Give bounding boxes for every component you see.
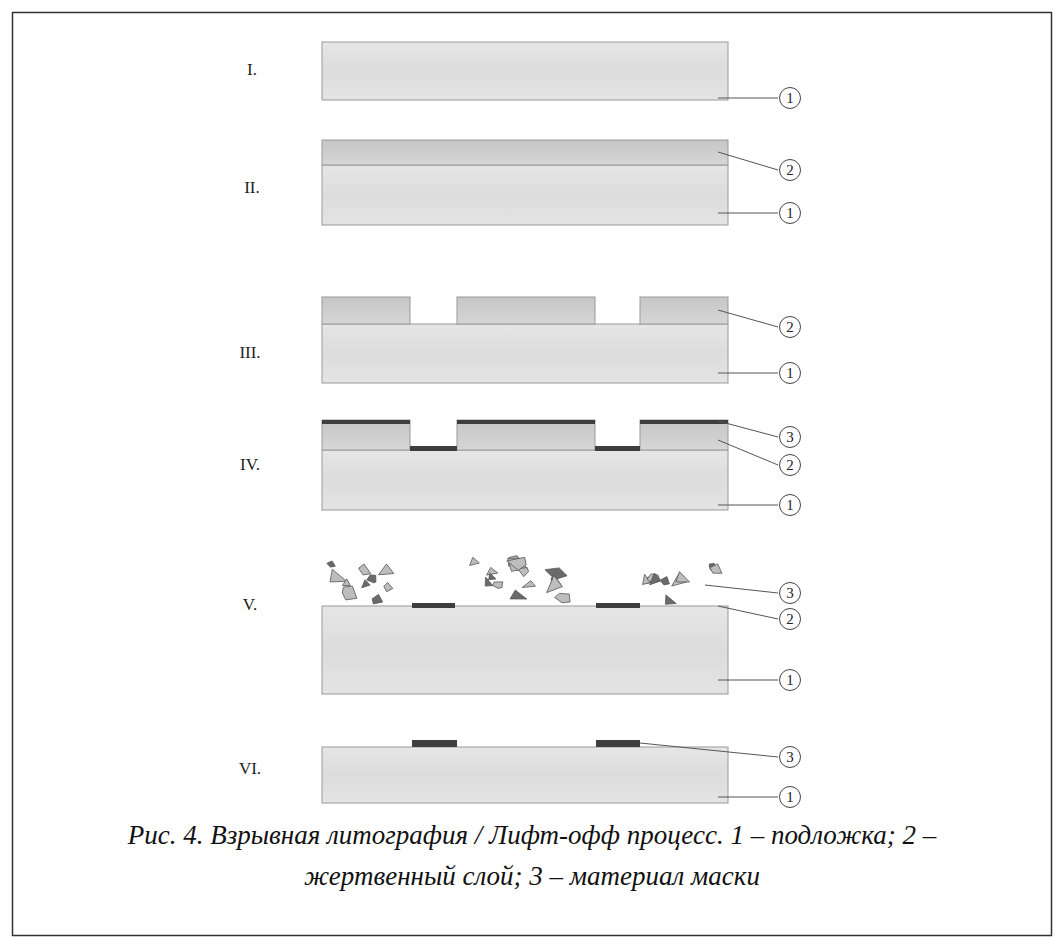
callout-number: 1 [779,202,801,224]
frame [13,13,1052,936]
mask-fragment [487,567,498,575]
mask-fragment [660,577,670,585]
stage-number: IV. [240,455,260,475]
mask-fragment [710,564,722,574]
stage-number: II. [244,178,260,198]
mask-fragments [327,556,722,605]
mask-fragment [367,575,376,583]
stage-number: III. [239,343,260,363]
callout-number: 1 [779,786,801,808]
mask-fragment [372,594,383,604]
mask-fragment [384,583,393,592]
mask-fragment [359,564,371,575]
mask-fragment [342,586,357,600]
callout-number: 2 [779,454,801,476]
stages [322,42,728,803]
leader-lines [640,98,778,797]
mask-fragment [489,573,496,580]
mask-fragment [650,573,661,585]
mask-fragment [379,564,394,575]
mask-fragment [676,572,690,582]
mask-fragment [665,595,676,604]
mask-fragment [555,593,571,602]
callout-number: 1 [779,669,801,691]
callout-number: 1 [779,87,801,109]
mask-fragment [327,561,335,567]
mask-fragment [342,579,350,586]
stage-number: I. [247,60,257,80]
callout-number: 2 [779,608,801,630]
callout-number: 3 [779,582,801,604]
callout-number: 3 [779,746,801,768]
callout-number: 2 [779,159,801,181]
callout-number: 1 [779,362,801,384]
mask-fragment [507,557,526,570]
mask-fragment [510,590,527,599]
stage-number: V. [243,595,257,615]
mask-fragment [547,575,563,592]
callout-number: 3 [779,426,801,448]
mask-fragment [470,557,480,565]
callout-number: 2 [779,316,801,338]
figure-caption: Рис. 4. Взрывная литография / Лифт-офф п… [100,815,964,897]
mask-fragment [493,582,503,588]
callout-number: 1 [779,494,801,516]
mask-fragment [522,581,535,588]
stage-number: VI. [239,759,261,779]
mask-fragment [330,569,347,582]
